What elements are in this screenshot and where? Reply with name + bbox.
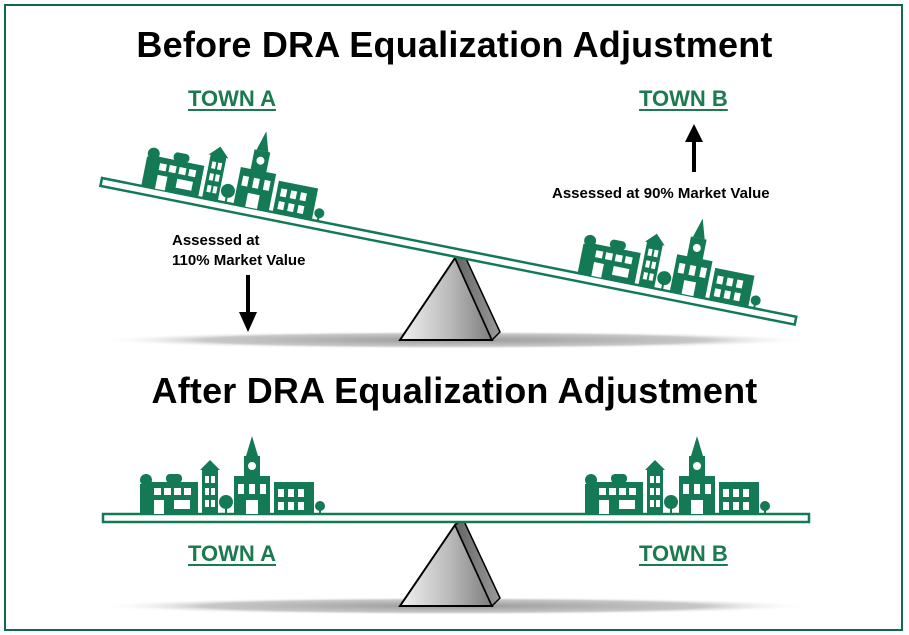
before-title: Before DRA Equalization Adjustment [136, 24, 773, 65]
before-beam [98, 176, 798, 327]
before-fulcrum [398, 250, 501, 342]
town-a-note-line1: Assessed at [172, 232, 260, 249]
town-b-assessment-note: Assessed at 90% Market Value [552, 185, 770, 202]
after-title: After DRA Equalization Adjustment [151, 370, 758, 411]
after-scale [95, 436, 815, 615]
town-a-assessment-note: Assessed at 110% Market Value [172, 231, 305, 271]
down-arrow-icon [239, 275, 257, 332]
up-arrow-icon [685, 124, 703, 172]
before-town-a-skyline [141, 109, 338, 223]
before-town-b-label: TOWN B [639, 86, 728, 111]
after-town-b-skyline [585, 436, 770, 514]
after-town-a-label: TOWN A [188, 541, 276, 566]
town-a-note-line2: 110% Market Value [172, 252, 306, 269]
before-town-a-label: TOWN A [188, 86, 276, 111]
before-scale [95, 109, 815, 349]
after-beam [101, 512, 811, 524]
after-town-b-label: TOWN B [639, 541, 728, 566]
before-town-b-skyline [577, 196, 775, 310]
after-town-a-skyline [140, 436, 325, 514]
after-fulcrum [398, 517, 501, 608]
